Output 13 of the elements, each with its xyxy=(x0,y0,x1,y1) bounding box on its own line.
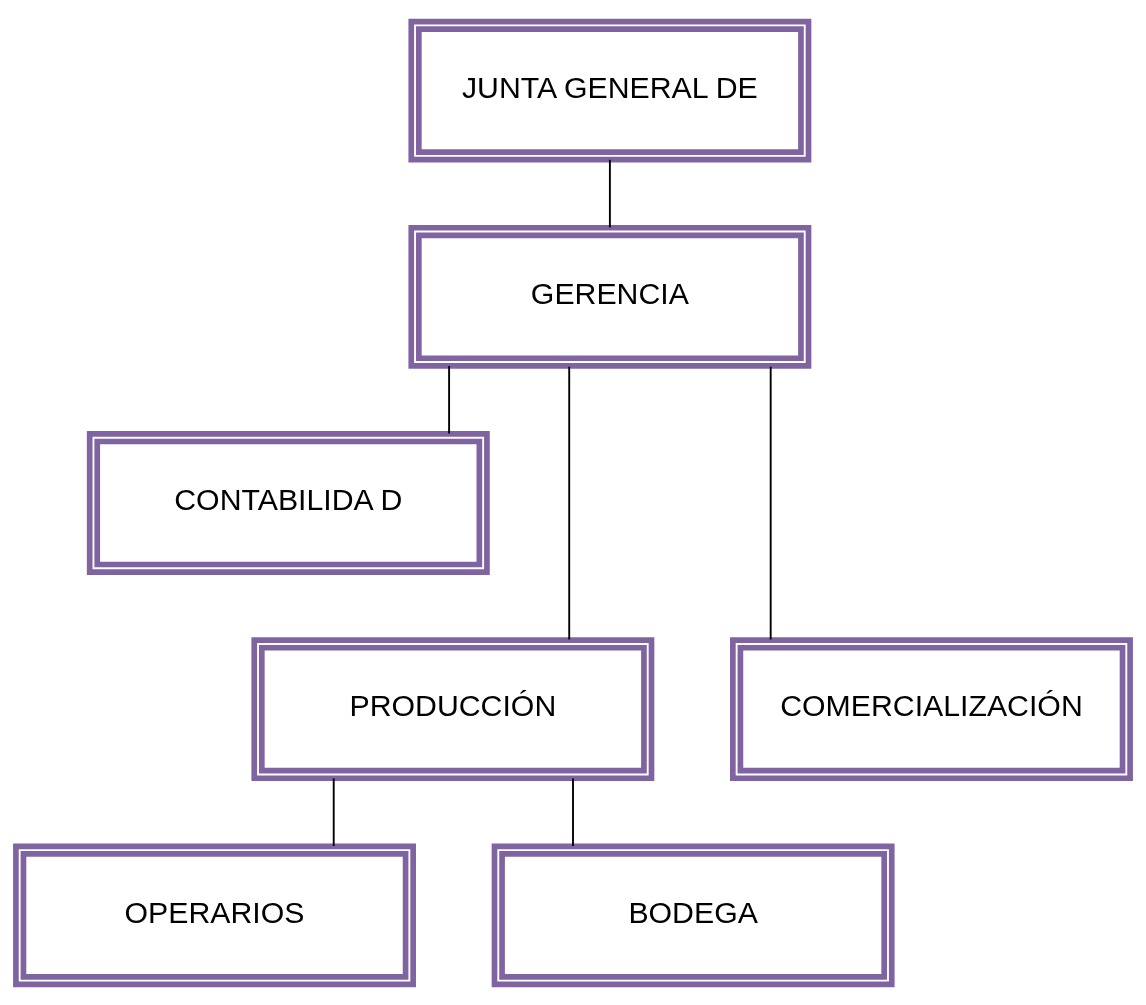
connector xyxy=(568,365,571,641)
connector xyxy=(769,365,772,641)
connector xyxy=(448,364,451,435)
node-box: PRODUCCIÓN xyxy=(251,636,655,781)
connector xyxy=(572,777,574,847)
node-box: GERENCIA xyxy=(408,224,812,369)
node-box: CONTABILIDA D xyxy=(86,430,490,575)
node-box: JUNTA GENERAL DE xyxy=(408,18,812,162)
node-box: OPERARIOS xyxy=(13,843,416,987)
connector xyxy=(608,158,611,228)
node-box: COMERCIALIZACIÓN xyxy=(730,636,1133,781)
connector xyxy=(332,777,335,847)
node-box: BODEGA xyxy=(491,843,895,987)
